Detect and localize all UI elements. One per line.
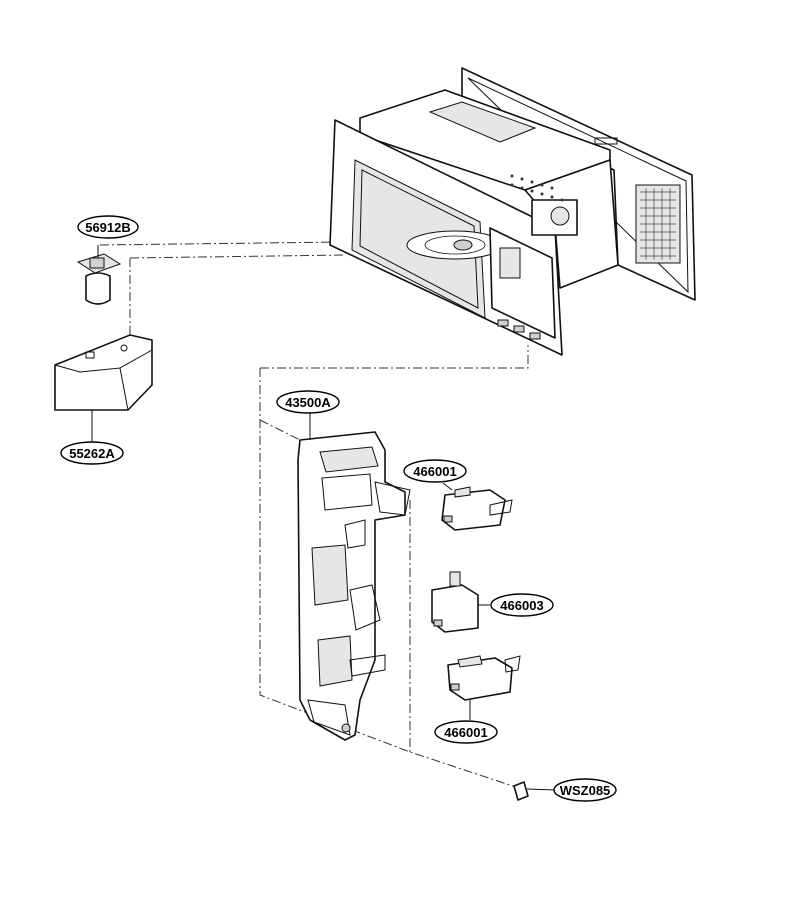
assembly-guide-lines <box>99 241 529 791</box>
reflector-bracket-drawing <box>54 334 153 447</box>
lamp-socket-drawing <box>76 245 122 305</box>
svg-text:55262A: 55262A <box>69 446 115 461</box>
interlock-switch-lower-drawing <box>447 655 521 720</box>
part-label-466001-lower: 466001 <box>434 720 498 744</box>
svg-text:466001: 466001 <box>444 725 487 740</box>
svg-text:466003: 466003 <box>500 598 543 613</box>
microwave-cavity <box>329 67 696 356</box>
svg-text:466001: 466001 <box>413 464 456 479</box>
part-label-wsz085: WSZ085 <box>553 778 617 802</box>
svg-text:56912B: 56912B <box>85 220 131 235</box>
latch-board-drawing <box>297 412 411 741</box>
screw-drawing <box>513 781 556 801</box>
part-label-466001-upper: 466001 <box>403 459 467 483</box>
svg-text:43500A: 43500A <box>285 395 331 410</box>
svg-text:WSZ085: WSZ085 <box>560 783 611 798</box>
part-label-466003: 466003 <box>490 593 554 617</box>
part-label-56912b: 56912B <box>77 215 139 239</box>
monitor-switch-drawing <box>431 571 490 633</box>
part-label-55262a: 55262A <box>60 441 124 465</box>
part-label-43500a: 43500A <box>276 390 340 414</box>
interlock-switch-upper-drawing <box>441 482 513 531</box>
